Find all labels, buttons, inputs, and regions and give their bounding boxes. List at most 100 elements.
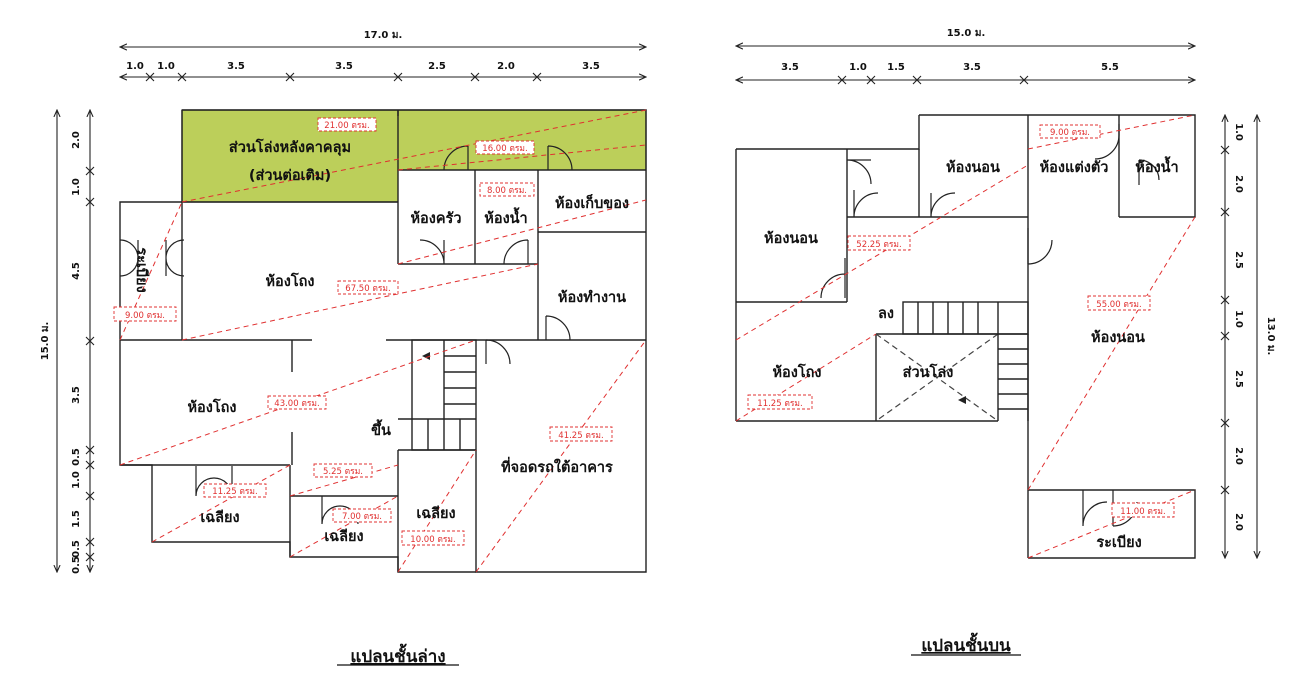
- ground-overall-width-dimension: 17.0 ม.: [120, 30, 646, 47]
- room-porch-3: เฉลียง: [416, 505, 455, 522]
- room-dressing: ห้องแต่งตัว: [1040, 159, 1109, 176]
- room-terrace-left: ระเบียง: [133, 247, 150, 292]
- upper-right-dim-1: 1.0: [1233, 123, 1244, 141]
- tick-mark: [85, 491, 95, 501]
- ground-left-dim-4: 3.5: [71, 386, 82, 404]
- room-hall-upper: ห้องโถง: [266, 272, 315, 290]
- ground-area-label: 41.25 ตรม.: [549, 426, 613, 442]
- area-parking: 41.25 ตรม.: [558, 431, 603, 441]
- ground-left-dim-5: 0.5: [71, 448, 82, 466]
- room-storage: ห้องเก็บของ: [555, 193, 629, 212]
- ground-area-diagonals: [119, 109, 647, 573]
- ground-area-label: 16.00 ตรม.: [475, 140, 535, 155]
- tick-mark: [85, 336, 95, 346]
- upper-top-dim-4: 3.5: [963, 62, 981, 73]
- room-upper-bathroom: ห้องน้ำ: [1135, 156, 1178, 176]
- room-bedroom-left: ห้องนอน: [764, 230, 818, 247]
- room-kitchen: ห้องครัว: [411, 210, 462, 227]
- tick-mark: [1019, 75, 1029, 85]
- tick-mark: [470, 72, 480, 82]
- tick-mark: [85, 552, 95, 562]
- ground-left-dim-6: 1.0: [71, 471, 82, 489]
- ground-left-dim-9: 0.5: [71, 556, 82, 574]
- area-bedrooms: 52.25 ตรม.: [856, 240, 901, 250]
- tick-mark: [145, 72, 155, 82]
- tick-mark: [532, 72, 542, 82]
- tick-mark: [177, 72, 187, 82]
- ground-top-dim-4: 3.5: [335, 61, 353, 72]
- room-hall-lower: ห้องโถง: [188, 398, 237, 416]
- ground-top-dim-5: 2.5: [428, 61, 446, 72]
- tick-mark: [85, 445, 95, 455]
- tick-mark: [1220, 485, 1230, 495]
- ground-area-label: 8.00 ตรม.: [479, 182, 535, 197]
- upper-top-dim-2: 1.0: [849, 62, 867, 73]
- upper-overall-width-dimension: 15.0 ม.: [736, 28, 1195, 46]
- room-porch-2: เฉลียง: [324, 528, 363, 545]
- tick-mark: [85, 166, 95, 176]
- area-porch-1: 11.25 ตรม.: [212, 487, 257, 497]
- upper-area-label: 52.25 ตรม.: [847, 235, 911, 251]
- tick-mark: [912, 75, 922, 85]
- area-dressing-bath: 9.00 ตรม.: [1050, 128, 1090, 138]
- area-hall-upper: 67.50 ตรม.: [345, 284, 390, 294]
- ground-stair: [398, 339, 477, 451]
- upper-area-label: 11.00 ตรม.: [1111, 502, 1175, 518]
- stair-up-label: ขึ้น: [371, 419, 391, 439]
- upper-right-segment-dimensions: 1.0 2.0 2.5 1.0 2.5 2.0 2.0: [1220, 115, 1244, 558]
- room-covered-yard-line1: ส่วนโล่งหลังคาคลุม: [229, 138, 351, 156]
- area-terrace-left: 9.00 ตรม.: [125, 311, 165, 321]
- upper-overall-depth-label: 13.0 ม.: [1265, 317, 1276, 356]
- area-covered-yard: 21.00 ตรม.: [324, 121, 369, 131]
- room-bedroom-right: ห้องนอน: [1091, 329, 1145, 346]
- upper-right-dim-6: 2.0: [1233, 447, 1244, 465]
- ground-top-dim-2: 1.0: [157, 61, 175, 72]
- tick-mark: [393, 72, 403, 82]
- ground-area-label: 67.50 ตรม.: [337, 280, 399, 295]
- stair-down-label: ลง: [878, 306, 894, 322]
- area-bedroom-right: 55.00 ตรม.: [1096, 300, 1141, 310]
- room-balcony: ระเบียง: [1096, 534, 1141, 551]
- tick-mark: [1220, 331, 1230, 341]
- upper-stair: [902, 301, 1029, 421]
- ground-top-segment-dimensions: 1.0 1.0 3.5 3.5 2.5 2.0 3.5: [120, 61, 646, 82]
- tick-mark: [85, 460, 95, 470]
- ground-area-label: 7.00 ตรม.: [332, 508, 392, 523]
- room-upper-hall: ห้องโถง: [773, 363, 822, 381]
- room-porch-1: เฉลียง: [200, 509, 239, 526]
- tick-mark: [1220, 418, 1230, 428]
- area-kitchen-bath: 16.00 ตรม.: [482, 144, 527, 154]
- upper-area-label: 55.00 ตรม.: [1087, 295, 1151, 311]
- upper-top-segment-dimensions: 3.5 1.0 1.5 3.5 5.5: [736, 62, 1195, 85]
- ground-area-label: 43.00 ตรม.: [267, 395, 327, 410]
- ground-floor-caption: แปลนชั้นล่าง: [350, 643, 445, 667]
- upper-top-dim-3: 1.5: [887, 62, 905, 73]
- upper-right-dim-4: 1.0: [1233, 310, 1244, 328]
- ground-overall-depth-label: 15.0 ม.: [40, 322, 51, 361]
- ground-doors: [119, 145, 573, 525]
- ground-left-dim-2: 1.0: [71, 178, 82, 196]
- ground-left-dim-1: 2.0: [71, 131, 82, 149]
- ground-left-dim-3: 4.5: [71, 262, 82, 280]
- tick-mark: [1220, 295, 1230, 305]
- upper-right-dim-5: 2.5: [1233, 370, 1244, 388]
- upper-area-label: 9.00 ตรม.: [1039, 124, 1101, 139]
- area-storage: 8.00 ตรม.: [487, 186, 527, 196]
- ground-left-segment-dimensions: 2.0 1.0 4.5 3.5 0.5 1.0 1.5 0.5 0.5: [71, 110, 95, 574]
- ground-area-label: 21.00 ตรม.: [317, 117, 377, 132]
- ground-top-dim-1: 1.0: [126, 61, 144, 72]
- room-bathroom: ห้องน้ำ: [484, 207, 527, 227]
- tick-mark: [866, 75, 876, 85]
- room-bedroom-mid: ห้องนอน: [946, 159, 1000, 176]
- upper-overall-depth-dimension: 13.0 ม.: [1257, 115, 1276, 558]
- area-porch-2: 7.00 ตรม.: [342, 512, 382, 522]
- upper-floor-caption: แปลนชั้นบน: [921, 632, 1011, 656]
- tick-mark: [1220, 207, 1230, 217]
- upper-right-dim-2: 2.0: [1233, 175, 1244, 193]
- area-porch-2-top: 5.25 ตรม.: [323, 467, 363, 477]
- ground-floor-plan: 17.0 ม. 1.0 1.0 3.5 3.5 2.5 2.0 3.5 15.0…: [40, 30, 646, 667]
- ground-area-label: 9.00 ตรม.: [113, 306, 177, 322]
- ground-left-dim-7: 1.5: [71, 510, 82, 528]
- tick-mark: [85, 197, 95, 207]
